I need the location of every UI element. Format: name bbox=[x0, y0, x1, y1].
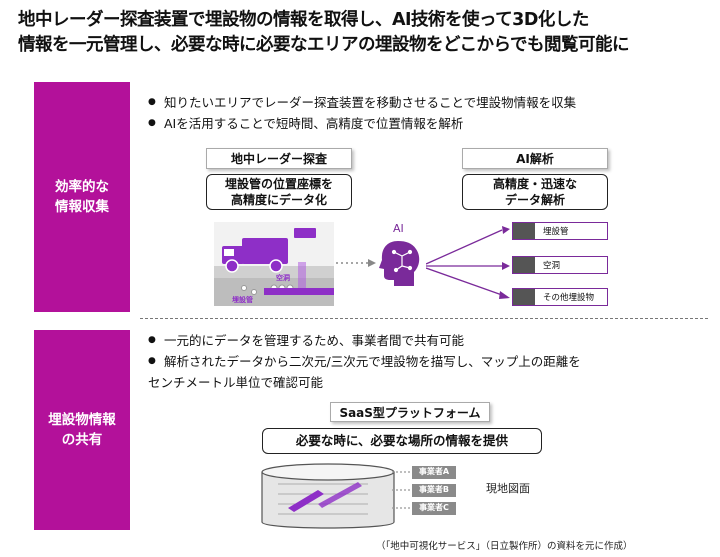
ai-desc-line2: データ解析 bbox=[504, 193, 565, 207]
radar-desc-line2: 高精度にデータ化 bbox=[230, 193, 327, 207]
ai-desc: 高精度・迅速な データ解析 bbox=[462, 174, 608, 210]
platform-desc: 必要な時に、必要な場所の情報を提供 bbox=[262, 428, 542, 454]
title-line-2: 情報を一元管理し、必要な時に必要なエリアの埋設物をどこからでも閲覧可能に bbox=[18, 35, 629, 55]
section1-label-line1: 効率的な bbox=[55, 179, 109, 195]
other-result-icon bbox=[513, 289, 535, 305]
section1-bullets: 知りたいエリアでレーダー探査装置を移動させることで埋設物情報を収集 AIを活用す… bbox=[146, 92, 706, 134]
dotted-arrow-icon bbox=[336, 259, 376, 267]
result-arrows bbox=[426, 226, 510, 299]
footnote: （「地中可視化サービス」（日立製作所）の資料を元に作成） bbox=[376, 541, 633, 552]
section2-label: 埋設物情報 の共有 bbox=[34, 330, 130, 530]
result-void-label: 空洞 bbox=[543, 261, 561, 271]
section2-label-line2: の共有 bbox=[61, 432, 103, 448]
ai-header: AI解析 bbox=[462, 148, 608, 169]
void-result-icon bbox=[513, 257, 535, 273]
ai-head-icon bbox=[379, 241, 420, 286]
void-label: 空洞 bbox=[276, 274, 290, 282]
result-pipe-label: 埋設管 bbox=[543, 227, 569, 237]
section2-bullets: 一元的にデータを管理するため、事業者間で共有可能 解析されたデータから二次元/三… bbox=[146, 330, 706, 393]
result-pipe: 埋設管 bbox=[512, 222, 608, 240]
title-line-1: 地中レーダー探査装置で埋設物の情報を取得し、AI技術を使って3D化した bbox=[18, 10, 589, 30]
radar-desc-line1: 埋設管の位置座標を bbox=[224, 177, 333, 191]
operator-a: 事業者A bbox=[412, 466, 456, 479]
section-divider bbox=[140, 318, 708, 319]
pipe-result-icon bbox=[513, 223, 535, 239]
section1-label: 効率的な 情報収集 bbox=[34, 82, 130, 312]
radar-scene: 空洞 埋設管 bbox=[214, 222, 344, 306]
database-icon bbox=[261, 463, 395, 529]
result-other-label: その他埋設物 bbox=[543, 293, 595, 303]
operator-b: 事業者B bbox=[412, 484, 456, 497]
radar-vehicle-illustration bbox=[214, 222, 344, 306]
map-label: 現地図面 bbox=[486, 482, 530, 495]
radar-header: 地中レーダー探査 bbox=[206, 148, 352, 169]
section1-bullet: 知りたいエリアでレーダー探査装置を移動させることで埋設物情報を収集 bbox=[146, 92, 706, 113]
result-other: その他埋設物 bbox=[512, 288, 608, 306]
section2-bullet-text: 解析されたデータから二次元/三次元で埋設物を描写し、マップ上の距離を bbox=[164, 354, 581, 369]
section1-label-line2: 情報収集 bbox=[55, 199, 109, 215]
section2-bullet-continuation: センチメートル単位で確認可能 bbox=[148, 375, 324, 390]
ai-icon-label: AI bbox=[393, 222, 404, 235]
section1-bullet: AIを活用することで短時間、高精度で位置情報を解析 bbox=[146, 113, 706, 134]
platform-header: SaaS型プラットフォーム bbox=[330, 402, 490, 422]
pipe-label: 埋設管 bbox=[232, 296, 253, 304]
section2-label-line1: 埋設物情報 bbox=[48, 412, 116, 428]
section2-bullet: 一元的にデータを管理するため、事業者間で共有可能 bbox=[146, 330, 706, 351]
ai-desc-line1: 高精度・迅速な bbox=[492, 177, 577, 191]
section2-bullet: 解析されたデータから二次元/三次元で埋設物を描写し、マップ上の距離を センチメー… bbox=[146, 351, 706, 393]
page-title: 地中レーダー探査装置で埋設物の情報を取得し、AI技術を使って3D化した 情報を一… bbox=[18, 8, 708, 58]
operator-c: 事業者C bbox=[412, 502, 456, 515]
radar-desc: 埋設管の位置座標を 高精度にデータ化 bbox=[206, 174, 352, 210]
result-void: 空洞 bbox=[512, 256, 608, 274]
